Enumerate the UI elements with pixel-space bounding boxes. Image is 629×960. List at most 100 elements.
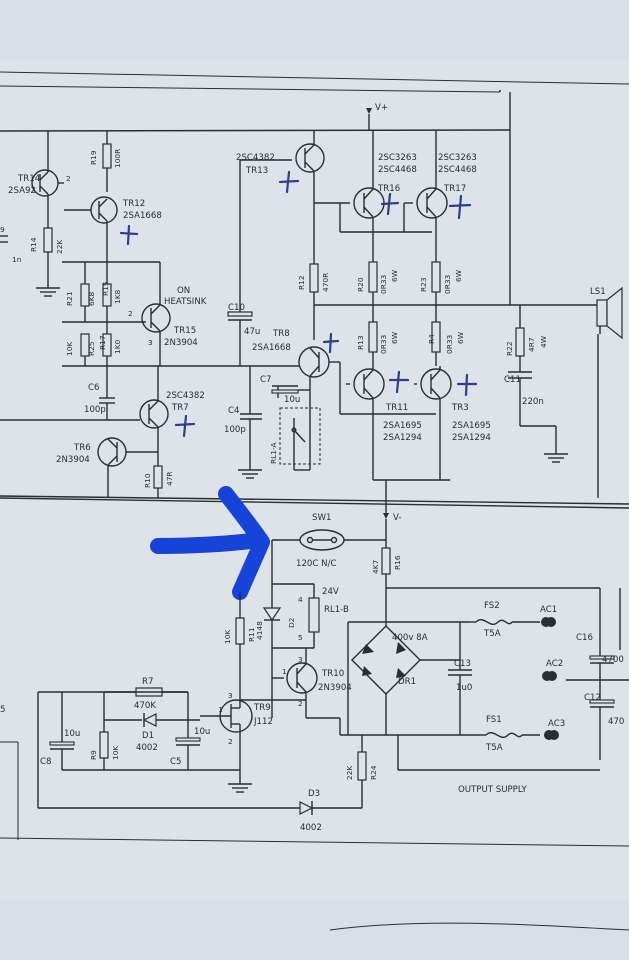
resistor-r9 <box>99 692 109 770</box>
r24-label: R24 <box>369 765 378 780</box>
pen-mark-icon <box>456 373 478 397</box>
r13-value: 0R33 <box>379 334 388 354</box>
d3-label: D3 <box>308 789 320 799</box>
sw1-label: SW1 <box>312 513 331 523</box>
sw1-value: 120C N/C <box>296 559 336 569</box>
tr8-label: TR8 <box>272 329 290 339</box>
transistor-tr15 <box>141 262 171 366</box>
d1-value: 4002 <box>136 743 158 753</box>
tr16-label: TR16 <box>377 184 400 194</box>
d1-label: D1 <box>142 731 154 741</box>
tr10-pin2: 2 <box>298 699 303 708</box>
r24-value: 22K <box>345 766 354 780</box>
r22-value: 4R7 <box>527 337 536 352</box>
transistor-tr10 <box>272 648 340 719</box>
resistor-r13 <box>368 305 378 366</box>
onheat-label-2: HEATSINK <box>164 297 207 307</box>
tr14-type: 2SA92 <box>8 186 36 196</box>
capacitor-c8 <box>37 691 240 808</box>
relay-pin5: 5 <box>298 633 303 642</box>
c6-value: 100p <box>84 405 106 415</box>
hand-drawn-arrow-icon <box>150 486 270 600</box>
tr11-type2: 2SA1294 <box>383 433 422 443</box>
c9-label: 9 <box>0 225 5 234</box>
pen-mark-icon <box>448 194 472 220</box>
c7-label: C7 <box>260 375 271 385</box>
c16-value: 4700 <box>602 655 624 665</box>
r21-value: 6K8 <box>87 291 96 306</box>
tr8-type: 2SA1668 <box>252 343 291 353</box>
r20-value: 0R33 <box>379 274 388 294</box>
tr9-pin3: 3 <box>228 691 233 700</box>
r17-value: 1K0 <box>113 339 122 354</box>
tr10-label: TR10 <box>321 669 344 679</box>
c7-value: 10u <box>284 395 300 405</box>
r4-label: R4 <box>427 334 436 344</box>
fuse-fs1 <box>480 732 540 738</box>
tr11-label: TR11 <box>385 403 408 413</box>
r14-label: R14 <box>29 237 38 252</box>
fuse-fs2 <box>470 619 540 625</box>
rl1b-label: RL1-B <box>324 605 349 615</box>
c16-label: C16 <box>576 633 593 643</box>
tr9-label: TR9 <box>253 703 271 713</box>
resistor-r10 <box>153 458 163 498</box>
pen-mark-icon <box>380 192 400 216</box>
r20-watt: 6W <box>390 269 399 282</box>
tr15-pin2: 2 <box>128 309 133 318</box>
tr13-type: 2SC4382 <box>236 153 275 163</box>
r17-label: R17 <box>98 335 107 350</box>
capacitor-c5 <box>175 716 201 770</box>
supply-rails <box>0 92 629 519</box>
onheat-label-1: ON <box>177 286 190 296</box>
resistor-ladder <box>62 261 250 386</box>
tr14-pin: 2 <box>66 174 71 183</box>
tr6-type: 2N3904 <box>56 455 90 465</box>
r23-label: R23 <box>419 277 428 292</box>
r4-value: 0R33 <box>445 334 454 354</box>
terminal-ac3 <box>544 730 559 740</box>
r19-value: 100R <box>113 149 122 168</box>
r21-label: R21 <box>65 291 74 306</box>
frame-lines <box>0 71 629 931</box>
c10-value: 47u <box>244 327 260 337</box>
c10-label: C10 <box>228 303 245 313</box>
fs1-value: T5A <box>485 743 503 753</box>
c9-value: 1n <box>12 255 22 264</box>
c8-value: 10u <box>64 729 80 739</box>
ac1-label: AC1 <box>540 605 557 615</box>
r22-watt: 4W <box>539 335 548 348</box>
c12-value: 470 <box>608 717 624 727</box>
resistor-r20 <box>368 261 378 305</box>
tr10-pin3: 3 <box>298 655 303 664</box>
c12-label: C12 <box>584 693 601 703</box>
r23-value: 0R33 <box>443 274 452 294</box>
tr10-type: 2N3904 <box>318 683 352 693</box>
transistor-tr6 <box>97 437 158 498</box>
r7-label: R7 <box>142 677 153 687</box>
tr15-pin3: 3 <box>148 338 153 347</box>
c13-value: 1u0 <box>456 683 472 693</box>
resistor-r19 <box>102 131 112 192</box>
r25-label: R25 <box>87 341 96 356</box>
relay-pin4: 4 <box>298 595 303 604</box>
pen-mark-icon <box>278 170 300 194</box>
dr1-value: 400v 8A <box>392 633 428 643</box>
diode-d1 <box>104 713 200 727</box>
d3-value: 4002 <box>300 823 322 833</box>
transistor-tr9 <box>200 699 306 793</box>
r11-label: R11 <box>247 627 256 642</box>
tr7-type: 2SC4382 <box>166 391 205 401</box>
capacitor-c16 <box>566 588 629 760</box>
terminal-ac2 <box>542 671 557 681</box>
transistor-tr14 <box>31 131 64 215</box>
transistor-tr11 <box>346 366 450 481</box>
tr17-type2: 2SC4468 <box>438 165 477 175</box>
dr1-label: DR1 <box>398 677 416 687</box>
c6-label: C6 <box>88 383 99 393</box>
tr17-label: TR17 <box>443 184 466 194</box>
resistor-r14 <box>36 215 60 297</box>
tr3-type2: 2SA1294 <box>452 433 491 443</box>
resistor-r16 <box>381 519 600 589</box>
